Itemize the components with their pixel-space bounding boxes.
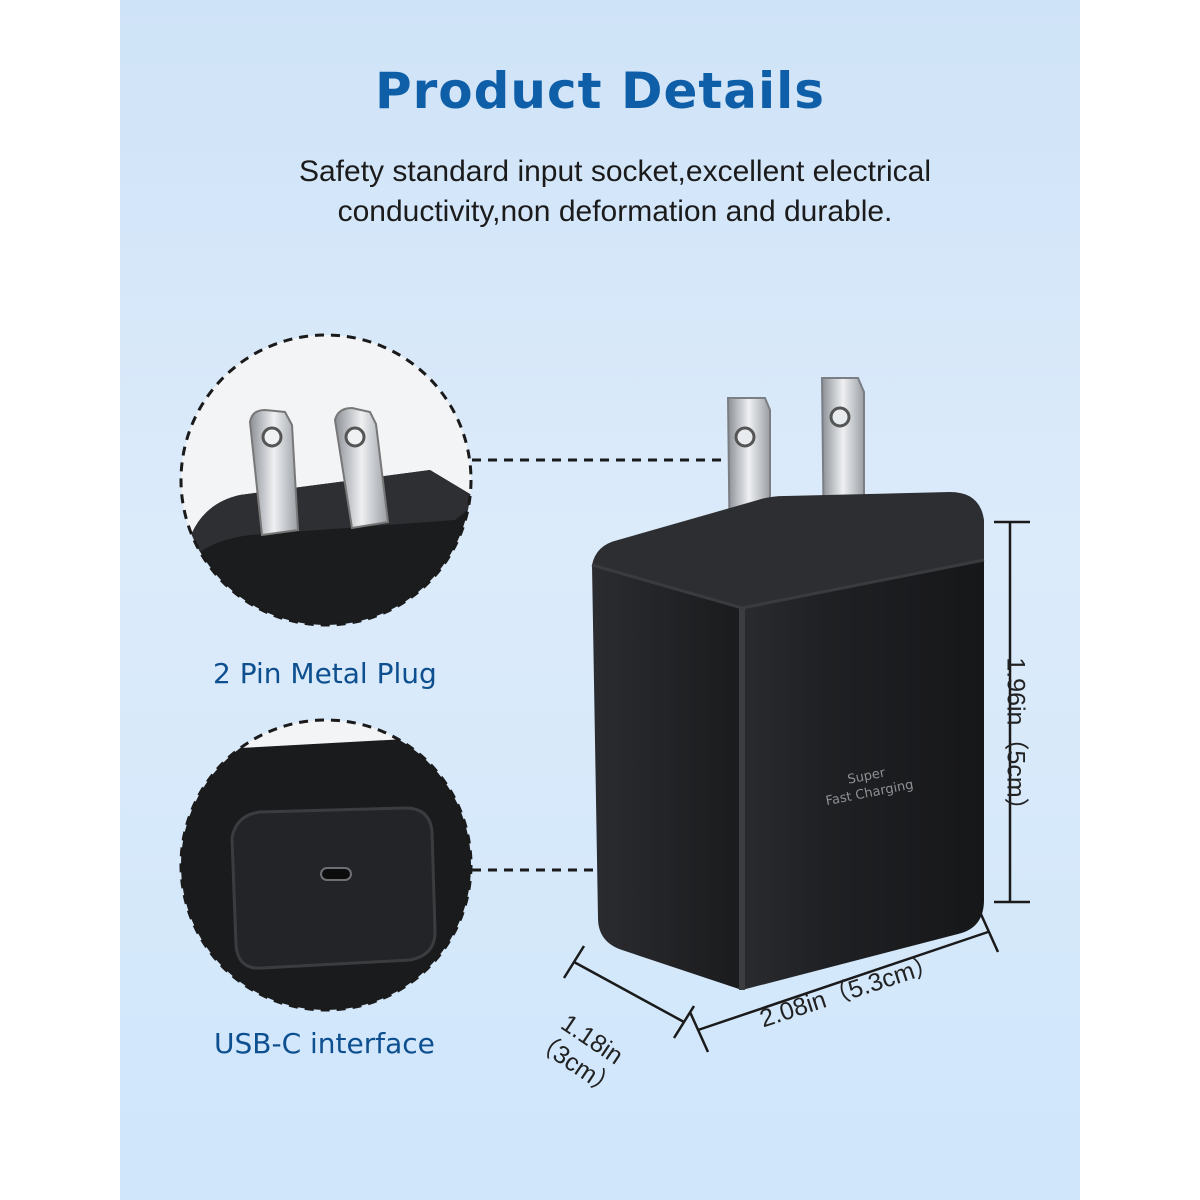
description-line-1: Safety standard input socket,excellent e…: [298, 155, 931, 188]
page-title: Product Details: [374, 62, 826, 120]
dimension-lines: [562, 520, 1030, 1053]
plug-callout-circle: [179, 333, 473, 627]
port-label: USB-C interface: [214, 1027, 435, 1060]
plug-closeup: [181, 335, 471, 625]
port-callout-circle: [179, 718, 473, 1012]
connector-lines: [472, 458, 728, 872]
product-description: Safety standard input socket,excellent e…: [0, 152, 1200, 232]
plug-label: 2 Pin Metal Plug: [213, 657, 437, 690]
height-dimension: 1.96in（5cm）: [1001, 657, 1030, 823]
port-closeup: [181, 720, 471, 1010]
main-charger-body: [591, 492, 985, 990]
description-line-2: conductivity,non deformation and durable…: [337, 195, 893, 228]
